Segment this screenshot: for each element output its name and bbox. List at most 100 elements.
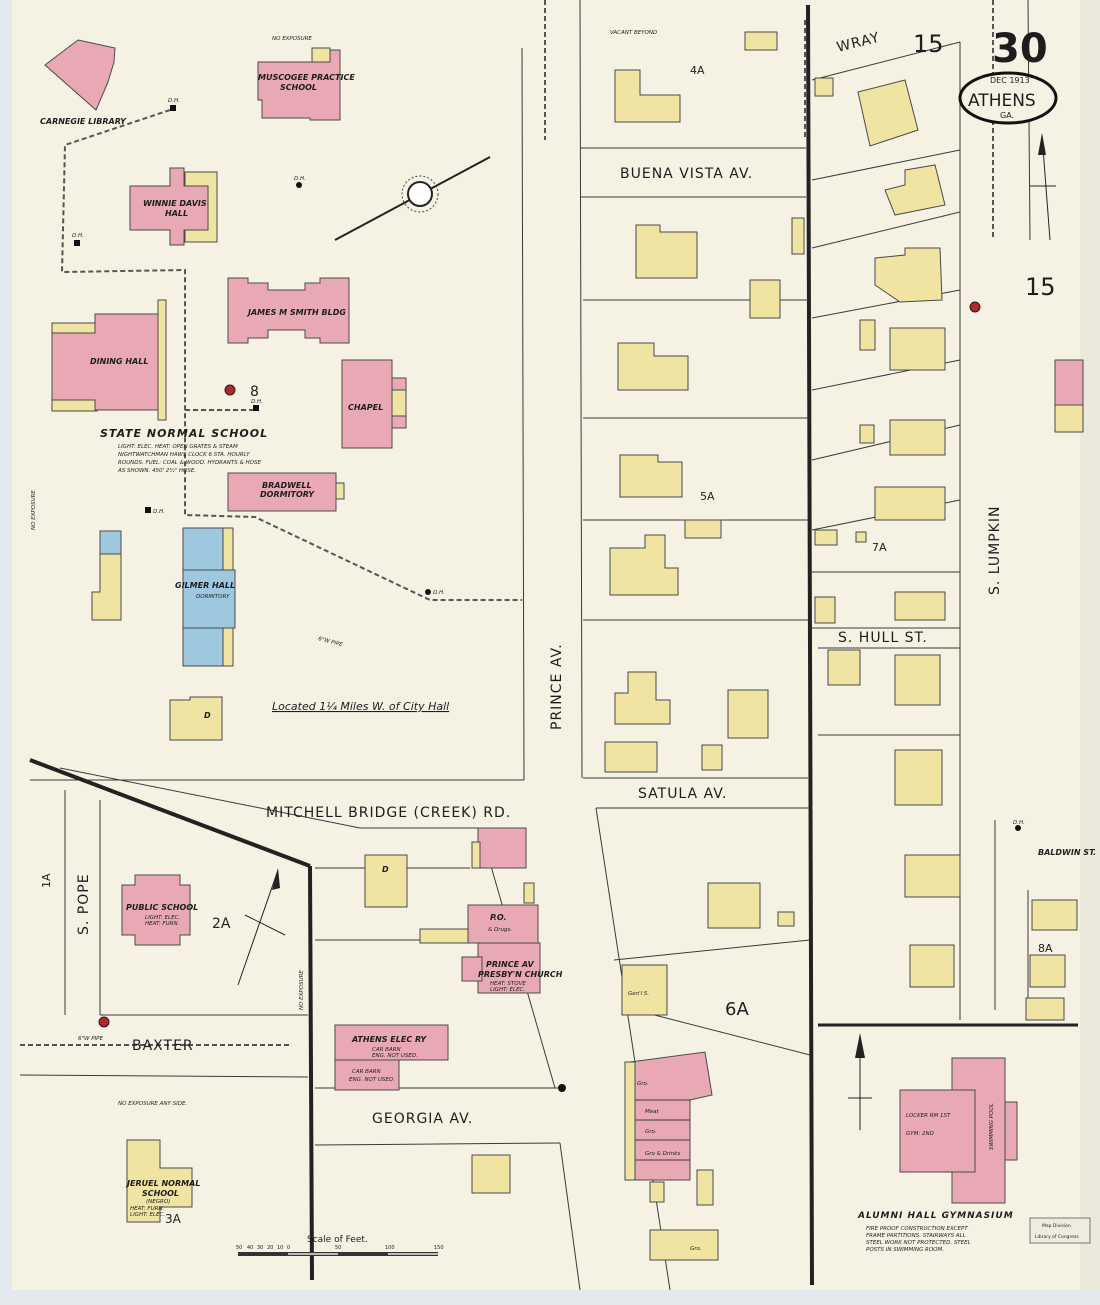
dh-label: D.H. (251, 399, 263, 405)
svg-text:NIGHTWATCHMAN HAWS CLOCK 6 STA: NIGHTWATCHMAN HAWS CLOCK 6 STA. HOURLY (118, 452, 250, 458)
svg-text:SWIMMING POOL: SWIMMING POOL (989, 1103, 995, 1150)
svg-text:LIGHT: ELEC.: LIGHT: ELEC. (490, 987, 525, 993)
svg-text:20: 20 (267, 1245, 273, 1251)
svg-text:SCHOOL: SCHOOL (280, 83, 317, 92)
library-of-congress-stamp: Map Division Library of Congress (1029, 1217, 1091, 1244)
dwelling (827, 649, 861, 686)
svg-text:BALDWIN ST.: BALDWIN ST. (1038, 848, 1096, 857)
svg-text:40: 40 (247, 1245, 253, 1251)
bradwell-dormitory: BRADWELL DORMITORY (227, 472, 345, 512)
svg-text:Gro.: Gro. (645, 1129, 657, 1135)
svg-text:ATHENS: ATHENS (968, 91, 1036, 111)
svg-text:CHAPEL: CHAPEL (348, 403, 383, 412)
dwelling (609, 534, 679, 596)
dwelling (894, 749, 943, 806)
svg-text:WINNIE DAVIS: WINNIE DAVIS (143, 199, 207, 208)
dwelling (744, 31, 778, 51)
dwelling (884, 164, 946, 216)
dwelling (617, 342, 689, 391)
svg-text:D: D (204, 711, 211, 720)
state-normal-description: LIGHT: ELEC. HEAT: OPEN GRATES & STEAM N… (117, 444, 261, 474)
dwelling (889, 419, 946, 456)
general-store (621, 964, 668, 1016)
hydrant-labels: D.H. D.H. D.H. D.H. D.H. D.H. D.H. (72, 98, 1025, 826)
grocery-row: Gro. Meat Gro. Gro & Drinks (624, 1051, 713, 1181)
hydrant-icon (1015, 825, 1021, 831)
svg-text:NO EXPOSURE ANY SIDE.: NO EXPOSURE ANY SIDE. (118, 1101, 187, 1107)
svg-text:LOCKER RM 1ST: LOCKER RM 1ST (906, 1113, 951, 1119)
block-label: 5A (700, 490, 715, 503)
svg-text:BRADWELL: BRADWELL (262, 481, 312, 490)
svg-text:LIGHT: ELEC. HEAT: OPEN GRATES: LIGHT: ELEC. HEAT: OPEN GRATES & STEAM (118, 444, 238, 450)
svg-text:GYM: 2ND: GYM: 2ND (906, 1131, 934, 1137)
dwelling (874, 486, 946, 521)
svg-text:6"W PIPE: 6"W PIPE (78, 1036, 103, 1042)
svg-text:P.O.: P.O. (490, 913, 507, 922)
svg-text:DINING HALL: DINING HALL (90, 357, 148, 366)
dwelling (614, 69, 681, 123)
state-normal-school-title: STATE NORMAL SCHOOL (100, 427, 268, 440)
public-school: PUBLIC SCHOOL LIGHT: ELEC. HEAT: FURN. (121, 874, 198, 946)
svg-text:JAMES M SMITH BLDG: JAMES M SMITH BLDG (246, 308, 346, 317)
svg-text:NO EXPOSURE: NO EXPOSURE (299, 970, 305, 1010)
dwelling (727, 689, 769, 739)
street-labels: WRAY BUENA VISTA AV. PRINCE AV. SATULA A… (76, 30, 1096, 1127)
svg-text:BAXTER: BAXTER (132, 1038, 194, 1054)
svg-text:HALL: HALL (165, 209, 188, 218)
grocery-building (471, 827, 527, 869)
dwelling (894, 654, 941, 706)
dwelling (707, 882, 761, 929)
dwelling (604, 741, 658, 773)
gilmer-hall-dormitory: GILMER HALL DORMITORY (175, 527, 236, 667)
chapel: CHAPEL (341, 359, 407, 449)
stone-building (99, 530, 122, 555)
dwelling (701, 744, 723, 771)
dwelling (894, 591, 946, 621)
svg-text:DEC 1913: DEC 1913 (990, 76, 1030, 85)
svg-text:CAR BARN: CAR BARN (372, 1047, 401, 1053)
svg-text:D: D (382, 865, 389, 874)
adjoining-sheet: 15 (1025, 273, 1056, 301)
dwelling (857, 79, 919, 147)
dwelling (889, 327, 946, 371)
svg-text:PRINCE AV: PRINCE AV (486, 960, 534, 969)
prince-av-presbyterian-church: PRINCE AV PRESBY'N CHURCH HEAT: STOVE LI… (461, 942, 563, 994)
dwelling (874, 247, 943, 303)
dwelling (364, 854, 408, 908)
dwelling (909, 944, 955, 988)
svg-text:10: 10 (277, 1245, 283, 1251)
svg-text:VACANT BEYOND: VACANT BEYOND (610, 30, 657, 36)
svg-text:30: 30 (257, 1245, 263, 1251)
svg-text:ROUNDS. FUEL: COAL & WOOD. HYD: ROUNDS. FUEL: COAL & WOOD. HYDRANTS & HO… (118, 460, 261, 466)
svg-text:GEORGIA AV.: GEORGIA AV. (372, 1111, 473, 1127)
svg-text:CAR BARN: CAR BARN (352, 1069, 381, 1075)
svg-text:DORMITORY: DORMITORY (260, 490, 315, 499)
scale-of-feet: Scale of Feet. 50 40 30 20 10 0 50 100 1… (236, 1235, 444, 1256)
svg-text:FRAME PARTITIONS. STAIRWAYS AL: FRAME PARTITIONS. STAIRWAYS ALL (866, 1233, 966, 1239)
svg-text:Map Division: Map Division (1042, 1223, 1071, 1229)
svg-text:SCHOOL: SCHOOL (142, 1189, 179, 1198)
location-note: Located 1¼ Miles W. of City Hall (272, 700, 449, 713)
dwelling (749, 279, 781, 319)
svg-text:(NEGRO): (NEGRO) (146, 1199, 170, 1205)
dwelling (791, 217, 805, 255)
dwelling (169, 696, 223, 741)
dh-label: D.H. (1013, 820, 1025, 826)
svg-text:AS SHOWN. 450' 2½" HOSE.: AS SHOWN. 450' 2½" HOSE. (117, 467, 196, 474)
gymnasium-label: ALUMNI HALL GYMNASIUM (857, 1211, 1014, 1221)
svg-text:GILMER HALL: GILMER HALL (175, 581, 235, 590)
svg-text:& Drugs.: & Drugs. (488, 927, 512, 933)
svg-text:Meat: Meat (645, 1109, 659, 1115)
svg-text:Library of Congress: Library of Congress (1035, 1234, 1079, 1240)
block-label: 6A (725, 999, 749, 1020)
dwelling (684, 519, 722, 539)
block-label: 3A (165, 1212, 182, 1226)
svg-text:STEEL WORK NOT PROTECTED. STEE: STEEL WORK NOT PROTECTED. STEEL (866, 1240, 971, 1246)
dwelling (471, 1154, 511, 1194)
svg-text:PRINCE AV.: PRINCE AV. (549, 643, 565, 730)
carnegie-library-label: CARNEGIE LIBRARY (40, 117, 127, 126)
svg-text:HEAT: FURN.: HEAT: FURN. (130, 1206, 165, 1212)
svg-text:HEAT: STOVE: HEAT: STOVE (490, 981, 526, 987)
svg-text:S. LUMPKIN: S. LUMPKIN (987, 506, 1003, 595)
